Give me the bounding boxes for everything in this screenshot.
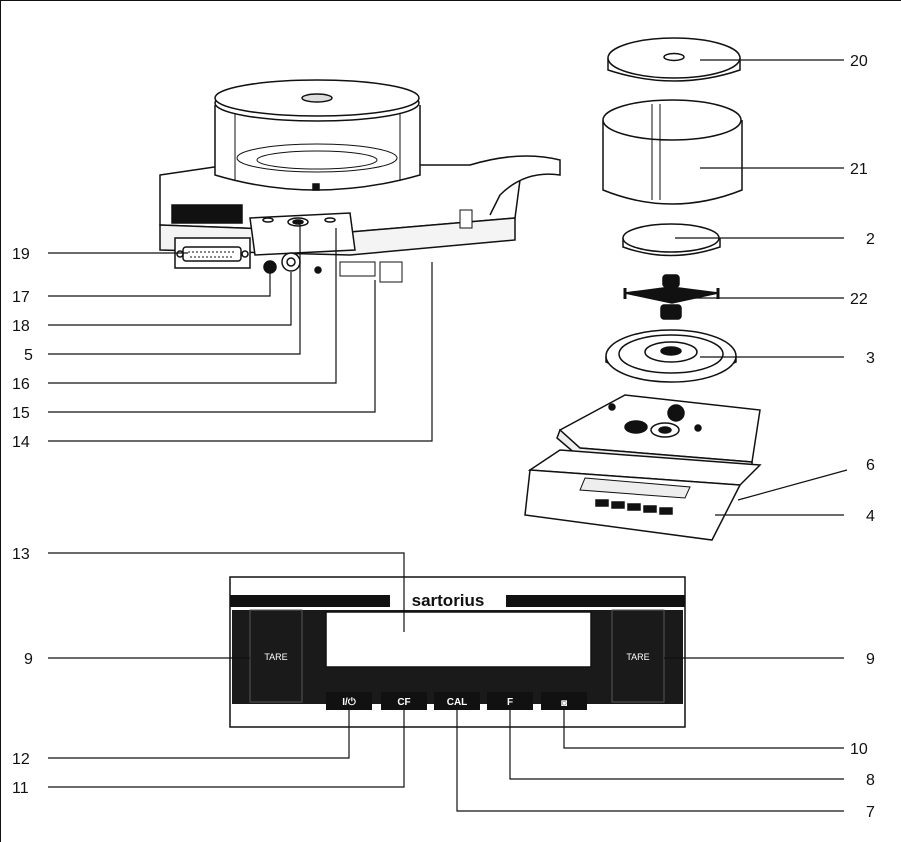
display-screen: [325, 611, 592, 668]
print-key[interactable]: [541, 692, 587, 710]
leader-lines: [48, 59, 848, 812]
draft-shield-lid: [607, 37, 741, 82]
callout-9-right: 9: [866, 651, 875, 668]
cal-key[interactable]: [434, 692, 480, 710]
callout-21: 21: [850, 161, 868, 178]
callout-8: 8: [866, 772, 875, 789]
cf-key-label: CF: [397, 697, 410, 708]
draft-shield-ring: [602, 99, 743, 205]
callout-18: 18: [12, 318, 30, 335]
callout-12: 12: [12, 751, 30, 768]
callout-2: 2: [866, 231, 875, 248]
balance-with-draft-shield: [159, 79, 561, 283]
power-key[interactable]: [326, 692, 372, 710]
callout-22: 22: [850, 291, 868, 308]
callout-17: 17: [12, 289, 30, 306]
tare-key-left[interactable]: [249, 609, 303, 703]
callout-labels: 20 21 2 22 3 6 4 19 17 18 5 16 15 14 13 …: [12, 53, 875, 821]
callout-16: 16: [12, 376, 30, 393]
print-key-label: ◙: [561, 698, 567, 709]
callout-13: 13: [12, 546, 30, 563]
tare-label-right: TARE: [626, 652, 649, 662]
tare-label-left: TARE: [264, 652, 287, 662]
f-key-label: F: [507, 697, 513, 708]
tare-key-right[interactable]: [611, 609, 665, 703]
callout-11: 11: [12, 780, 29, 797]
callout-19: 19: [12, 246, 30, 263]
callout-15: 15: [12, 405, 30, 422]
cf-key[interactable]: [381, 692, 427, 710]
f-key[interactable]: [487, 692, 533, 710]
callout-10: 10: [850, 741, 868, 758]
power-key-label: I/⏻: [342, 696, 356, 708]
callout-6: 6: [866, 457, 875, 474]
balance-base-small: [524, 394, 762, 541]
cal-key-label: CAL: [447, 697, 468, 708]
callout-7: 7: [866, 804, 875, 821]
callout-3: 3: [866, 350, 875, 367]
weighing-pan: [622, 223, 721, 257]
callout-14: 14: [12, 434, 30, 451]
display-panel: sartorius TARE TARE I/⏻ CF CAL F ◙: [229, 576, 686, 728]
callout-5: 5: [24, 347, 33, 364]
brand-logo: sartorius: [412, 591, 485, 610]
pan-support: [623, 274, 720, 320]
callout-20: 20: [850, 53, 868, 70]
shield-disk: [605, 329, 737, 383]
callout-4: 4: [866, 508, 875, 525]
callout-9-left: 9: [24, 651, 33, 668]
